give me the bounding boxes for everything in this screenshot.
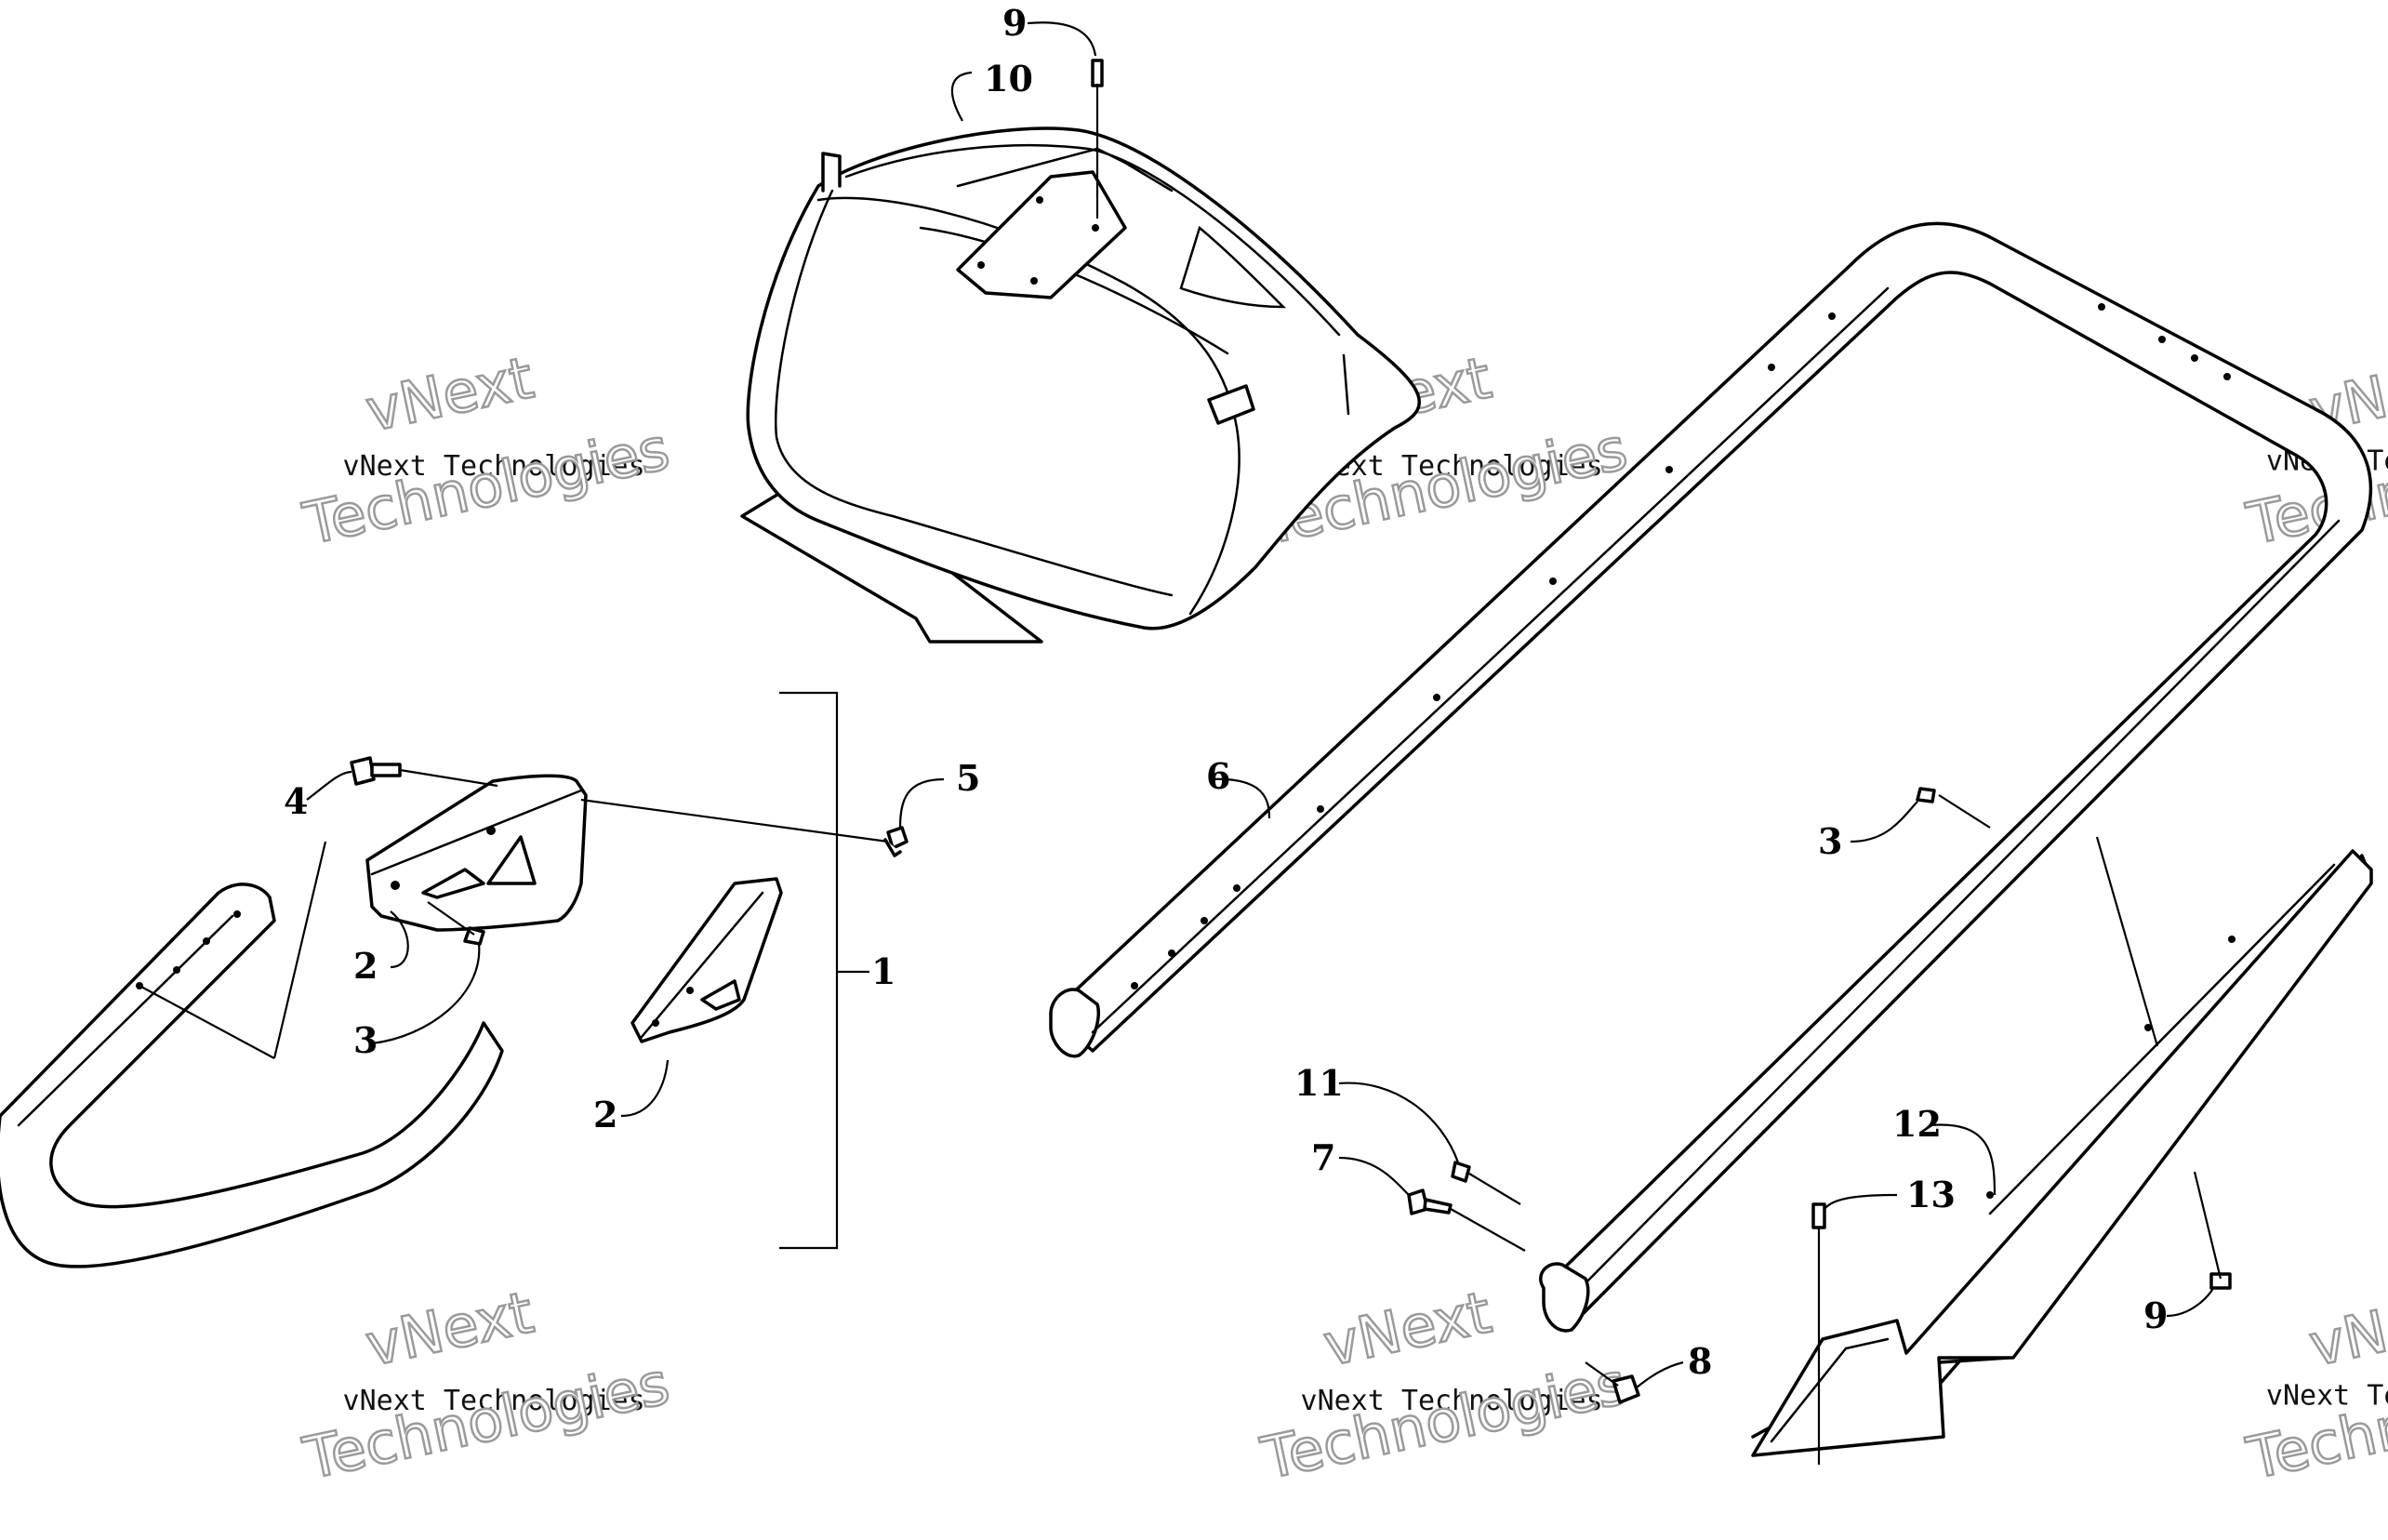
watermark-word: Technologies <box>298 1349 675 1493</box>
bolt-part-7 <box>1407 1188 1453 1215</box>
callout-9-top: 9 <box>1002 2 1027 44</box>
callout-4: 4 <box>284 780 308 822</box>
watermark-company: vNext Technologies <box>343 1385 645 1417</box>
callout-5: 5 <box>956 757 980 799</box>
watermark-brand: vNext <box>2303 1278 2388 1379</box>
bolt-part-4 <box>350 756 402 786</box>
pin-part-13 <box>1811 1202 1826 1229</box>
callout-11: 11 <box>1294 1062 1344 1104</box>
bracket-right-part-2 <box>630 877 783 1043</box>
watermark-group-6: vNext vNext Technologies Technologies <box>2240 1277 2388 1494</box>
callout-1: 1 <box>871 950 896 992</box>
callout-10: 10 <box>984 58 1033 100</box>
callout-2-right: 2 <box>593 1094 617 1135</box>
nut-part-8 <box>1612 1374 1640 1404</box>
watermark-word: Technologies <box>298 415 675 558</box>
callout-2-left: 2 <box>353 945 378 987</box>
screw-part-9-right <box>2209 1272 2232 1290</box>
callout-6: 6 <box>1206 755 1230 797</box>
callout-7: 7 <box>1311 1136 1335 1178</box>
watermark-company: vNext Technologies <box>343 450 645 483</box>
bumper-bar <box>0 883 504 1268</box>
callout-8: 8 <box>1688 1340 1712 1382</box>
callouts: 1 2 2 3 3 4 5 6 7 8 9 9 10 11 12 13 <box>284 2 2168 1382</box>
callout-3-right: 3 <box>1818 820 1842 862</box>
callout-3-left: 3 <box>353 1019 378 1061</box>
watermark-brand: vNext <box>360 343 538 445</box>
callout-12: 12 <box>1892 1103 1942 1145</box>
watermark-brand: vNext <box>1318 1278 1496 1379</box>
rack-tube-part-6 <box>1049 221 2373 1333</box>
watermark-word: Technologies <box>1255 1349 1633 1493</box>
watermark-group-1: vNext vNext Technologies Technologies <box>297 342 676 559</box>
bracket-left-part-2 <box>365 774 588 932</box>
callout-13: 13 <box>1906 1174 1956 1215</box>
watermark-company: vNext Technologies <box>1301 1385 1603 1417</box>
rivet-part-3-right <box>1916 787 1936 803</box>
side-rail-part-12 <box>1751 849 2373 1457</box>
callout-9-right: 9 <box>2143 1294 2168 1336</box>
screw-part-9-top <box>1091 59 1104 87</box>
assembly-bracket <box>779 691 869 1250</box>
watermark-word: Technologies <box>2241 1349 2388 1493</box>
watermark-group-4: vNext vNext Technologies Technologies <box>297 1277 676 1494</box>
watermark-brand: vNext <box>360 1278 538 1379</box>
storage-bag-part-10 <box>740 126 1421 644</box>
pin-part-11 <box>1451 1161 1471 1183</box>
leader-lines <box>306 21 2214 1388</box>
watermark-company: vNext Technologies <box>2266 1380 2388 1413</box>
nut-part-5 <box>883 826 909 857</box>
